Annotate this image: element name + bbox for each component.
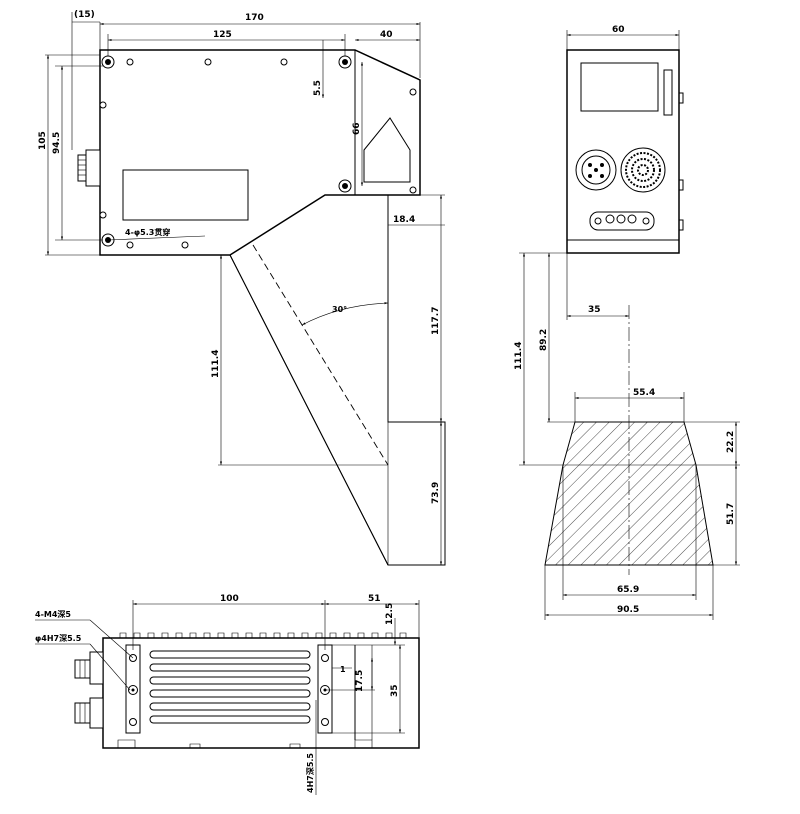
bottom-dim-12-5: 12.5 (385, 603, 395, 625)
small-screws (99, 58, 417, 249)
note-through-holes: 4-φ5.3贯穿 (125, 227, 170, 237)
led-indicator-strip (589, 211, 655, 231)
sensor-body-outline (99, 49, 421, 256)
front-dim-55-4: 55.4 (633, 388, 655, 398)
laser-fan-left-edge (229, 254, 389, 566)
angle-arc (301, 302, 389, 326)
mount-holes (101, 55, 352, 247)
bottom-dim-100: 100 (220, 594, 239, 604)
bottom-connectors (74, 651, 104, 729)
front-dim-60: 60 (612, 25, 625, 35)
bottom-dim-17-5: 17.5 (355, 670, 365, 692)
bottom-dim-1: 1 (340, 665, 346, 674)
bottom-body-outline (102, 637, 420, 749)
bottom-dim-35: 35 (390, 684, 400, 697)
angle-label: 30° (332, 305, 347, 314)
front-dim-65-9: 65.9 (617, 585, 639, 595)
dim-5-5: 5.5 (313, 80, 323, 96)
housing-chamfer (354, 49, 421, 81)
dim-66: 66 (352, 122, 362, 135)
front-dim-22-2: 22.2 (726, 431, 736, 453)
measurement-range-area (544, 421, 714, 566)
m12-connector-icon (575, 149, 617, 191)
front-dim-51-7: 51.7 (726, 503, 736, 525)
top-view: 30° 170 (15) 125 40 105 94.5 5.5 66 (38, 10, 446, 566)
dim-117-7: 117.7 (431, 307, 441, 335)
heatsink-fins (119, 632, 407, 638)
note-phi4-h7: φ4H7深5.5 (35, 633, 82, 643)
laser-window-triangle (363, 117, 411, 183)
front-window (580, 62, 659, 112)
front-dim-111-4: 111.4 (514, 342, 524, 370)
front-view: 60 35 111.4 89.2 55.4 22.2 51.7 (514, 25, 740, 620)
bottom-dim-51: 51 (368, 594, 381, 604)
dim-18-4: 18.4 (393, 215, 415, 225)
dim-94-5: 94.5 (52, 132, 62, 154)
front-dim-89-2: 89.2 (539, 329, 549, 351)
dim-105: 105 (38, 131, 48, 150)
laser-centerline (252, 244, 389, 466)
dim-170: 170 (245, 13, 264, 23)
dim-15: (15) (74, 10, 95, 20)
note-m4-thread: 4-M4深5 (35, 609, 71, 619)
vent-slots (149, 650, 311, 724)
side-connector (77, 149, 101, 187)
front-dim-90-5: 90.5 (617, 605, 639, 615)
dim-73-9: 73.9 (431, 482, 441, 504)
front-body-outline (566, 49, 680, 254)
note-4h7-depth: 4H7深5.5 (305, 753, 315, 793)
dim-111-4: 111.4 (211, 350, 221, 378)
dim-40: 40 (380, 30, 393, 40)
multipin-connector-icon (620, 147, 666, 193)
dim-125: 125 (213, 30, 232, 40)
label-plate (122, 169, 249, 221)
laser-fan-outline (229, 195, 446, 566)
front-dim-35: 35 (588, 305, 601, 315)
bottom-view: 100 51 12.5 1 17.5 35 4-M4深5 φ4H7深5.5 4H… (35, 594, 420, 795)
